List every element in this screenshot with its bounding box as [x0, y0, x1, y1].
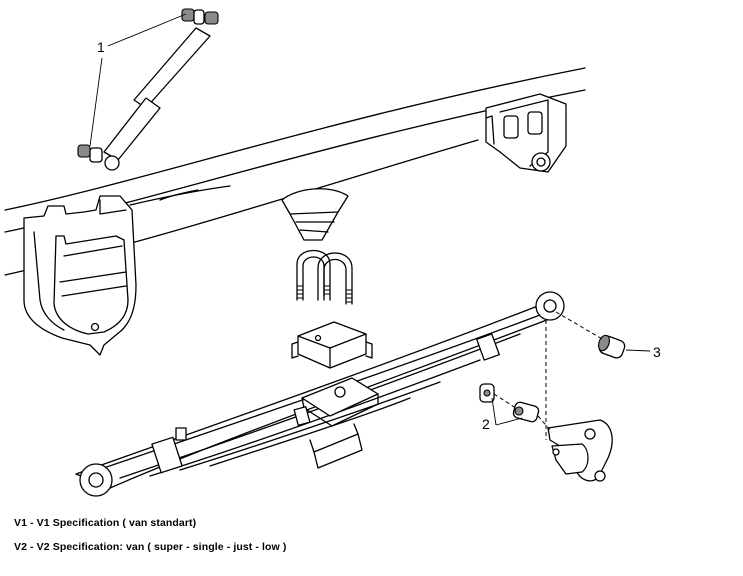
spec-line-v1: V1 - V1 Specification ( van standart): [14, 517, 197, 529]
assembly-guide-lines: [493, 311, 605, 440]
spec-line-v2: V2 - V2 Specification: van ( super - sin…: [14, 541, 287, 553]
spacer-block: [291, 321, 373, 369]
spring-seat-pad: [293, 377, 379, 427]
leader-lines: [89, 13, 651, 426]
callout-3-bushing: 3: [653, 344, 661, 360]
bolts: [479, 383, 540, 423]
shackle-link: [547, 419, 613, 482]
callout-2-bolts: 2: [482, 416, 490, 432]
u-bolts: [296, 250, 353, 305]
bump-stop: [281, 188, 349, 241]
bushing: [598, 334, 626, 359]
callout-1-shock-absorber: 1: [97, 39, 105, 55]
shock-absorber: [77, 8, 219, 171]
lower-plate: [309, 423, 363, 469]
front-hanger-bracket: [23, 195, 137, 356]
rear-shackle-bracket: [485, 93, 567, 173]
